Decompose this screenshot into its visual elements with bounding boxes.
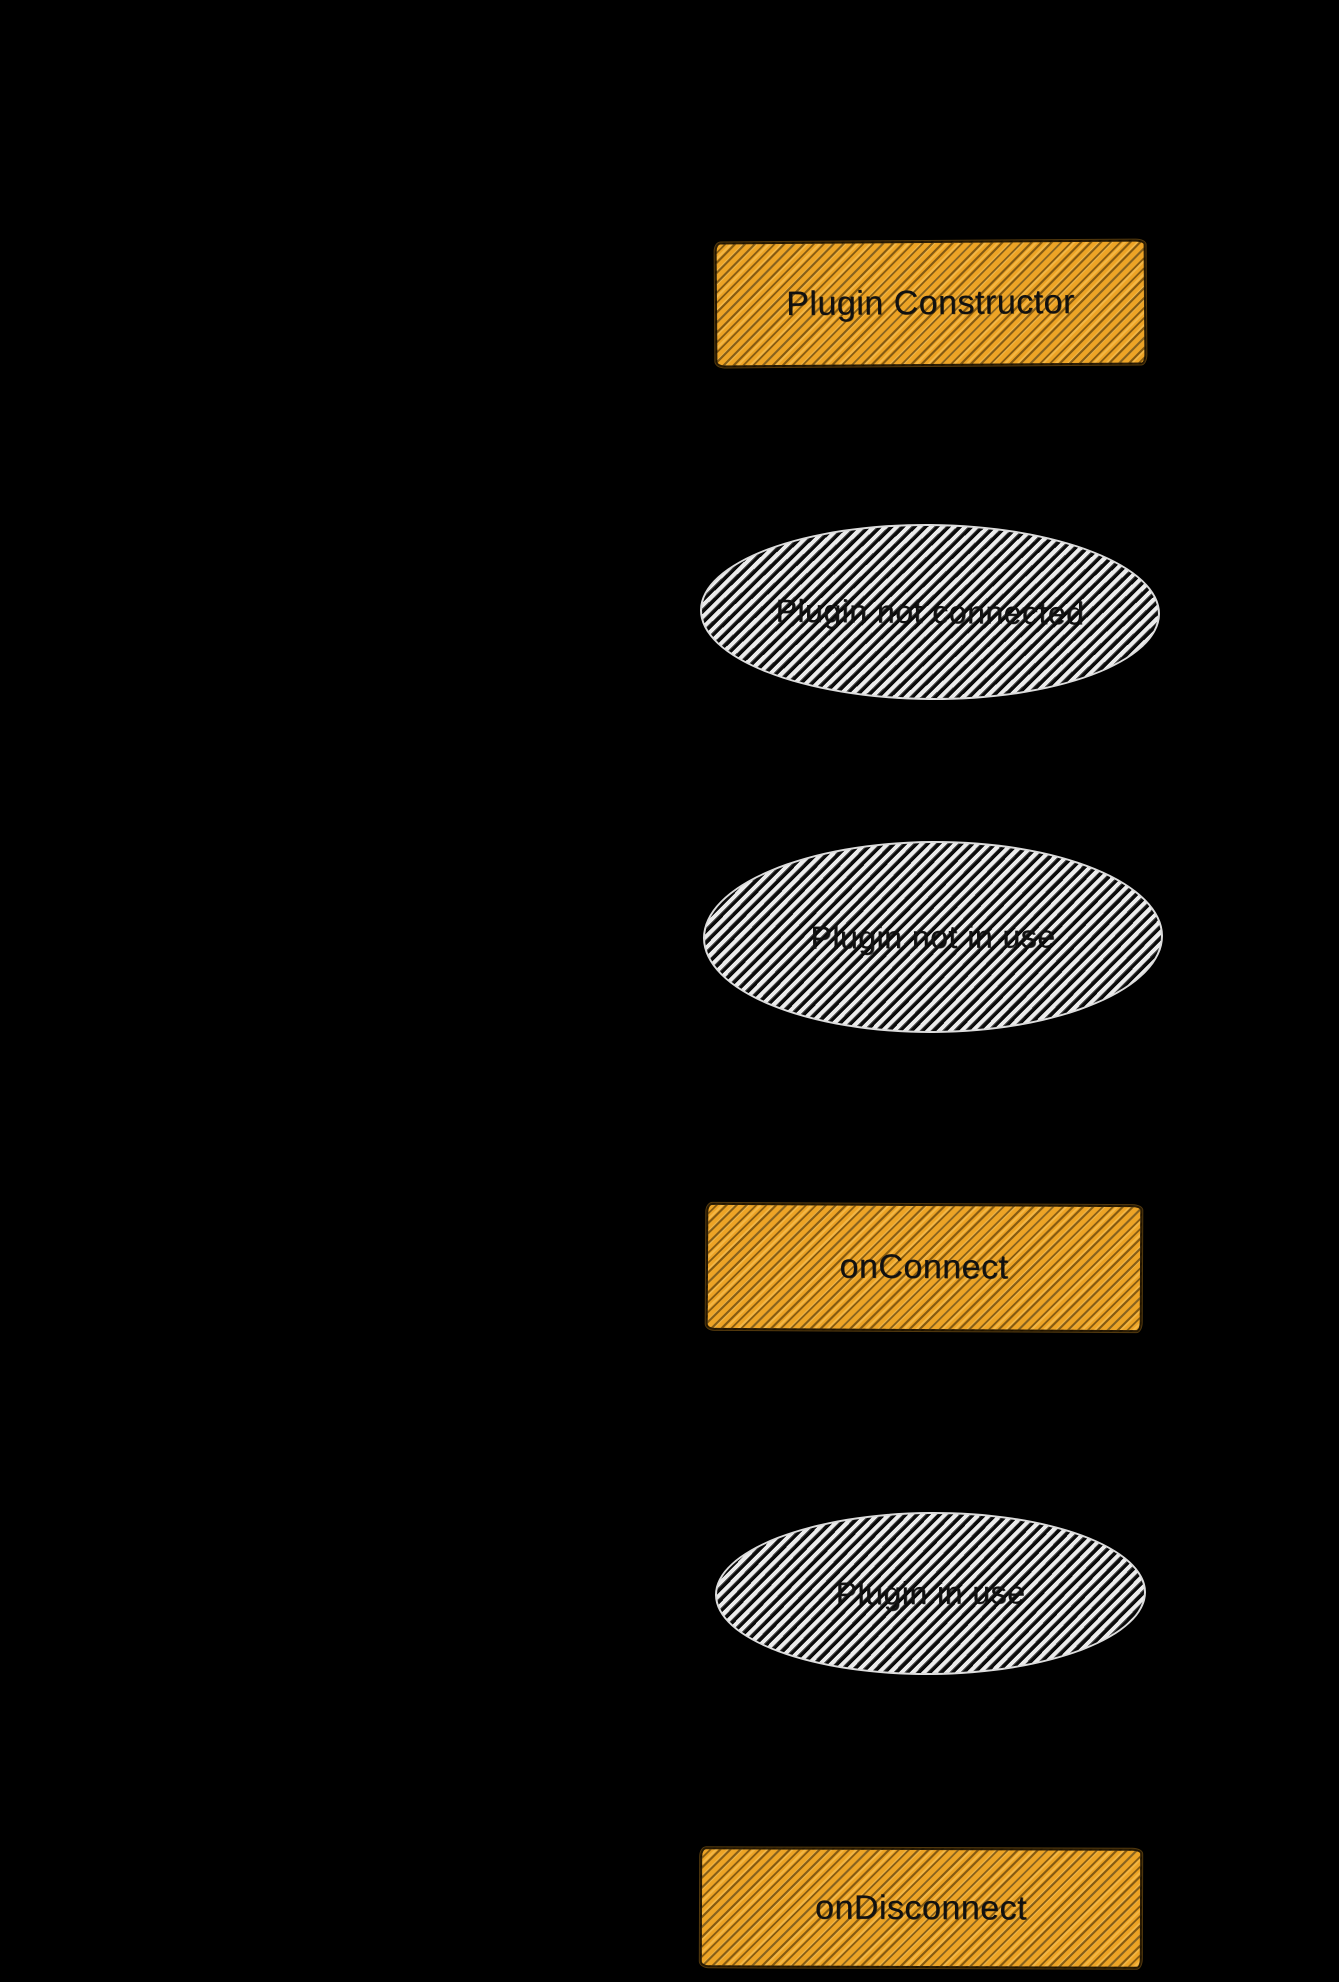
node-on-connect: onConnect — [705, 1202, 1143, 1333]
node-label: onConnect — [839, 1247, 1009, 1287]
node-plugin-not-connected: Plugin not connected — [699, 521, 1161, 703]
node-label: Plugin Constructor — [786, 282, 1075, 324]
node-plugin-in-use: Plugin in use — [714, 1510, 1147, 1677]
node-label: Plugin not in use — [810, 917, 1056, 956]
node-label: onDisconnect — [814, 1888, 1028, 1927]
node-plugin-not-in-use: Plugin not in use — [702, 839, 1164, 1035]
node-label: Plugin not connected — [775, 592, 1085, 631]
node-plugin-constructor: Plugin Constructor — [714, 239, 1147, 368]
node-label: Plugin in use — [835, 1574, 1026, 1612]
node-on-disconnect: onDisconnect — [699, 1847, 1143, 1969]
